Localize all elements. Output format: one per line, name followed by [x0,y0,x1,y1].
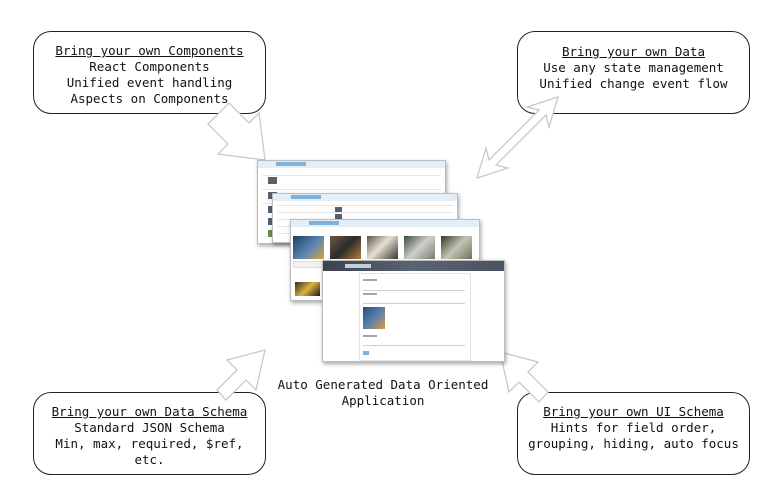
ui-schema-line-2: grouping, hiding, auto focus [528,436,739,451]
arrow-up-left-icon [499,351,549,403]
arrow-bidirectional-icon [476,96,559,179]
components-heading: Bring your own Components [55,43,244,58]
data-schema-line-3: etc. [134,452,165,467]
components-line-1: React Components [89,59,210,74]
data-schema-line-2: Min, max, required, $ref, [55,436,244,451]
data-schema-heading: Bring your own Data Schema [51,404,248,419]
caption-line-2: Application [341,393,425,408]
ui-schema-line-1: Hints for field order, [550,420,717,435]
arrow-down-right-icon [207,102,266,161]
data-schema-line-1: Standard JSON Schema [74,420,225,435]
bird-image [363,307,385,329]
data-line-1: Use any state management [543,60,724,75]
toucan-thumbnail [295,282,320,296]
data-line-2: Unified change event flow [539,76,728,91]
arrow-up-right-icon [216,349,266,401]
data-schema-box: Bring your own Data Schema Standard JSON… [33,392,266,475]
data-heading: Bring your own Data [562,44,705,59]
components-box: Bring your own Components React Componen… [33,31,266,114]
ui-schema-box: Bring your own UI Schema Hints for field… [517,392,750,475]
ui-schema-heading: Bring your own UI Schema [543,404,724,419]
diagram-caption: Auto Generated Data Oriented Application [270,377,496,409]
components-line-3: Aspects on Components [70,91,229,106]
caption-line-1: Auto Generated Data Oriented [277,377,489,392]
screenshot-edit-form [322,260,505,362]
components-line-2: Unified event handling [66,75,233,90]
